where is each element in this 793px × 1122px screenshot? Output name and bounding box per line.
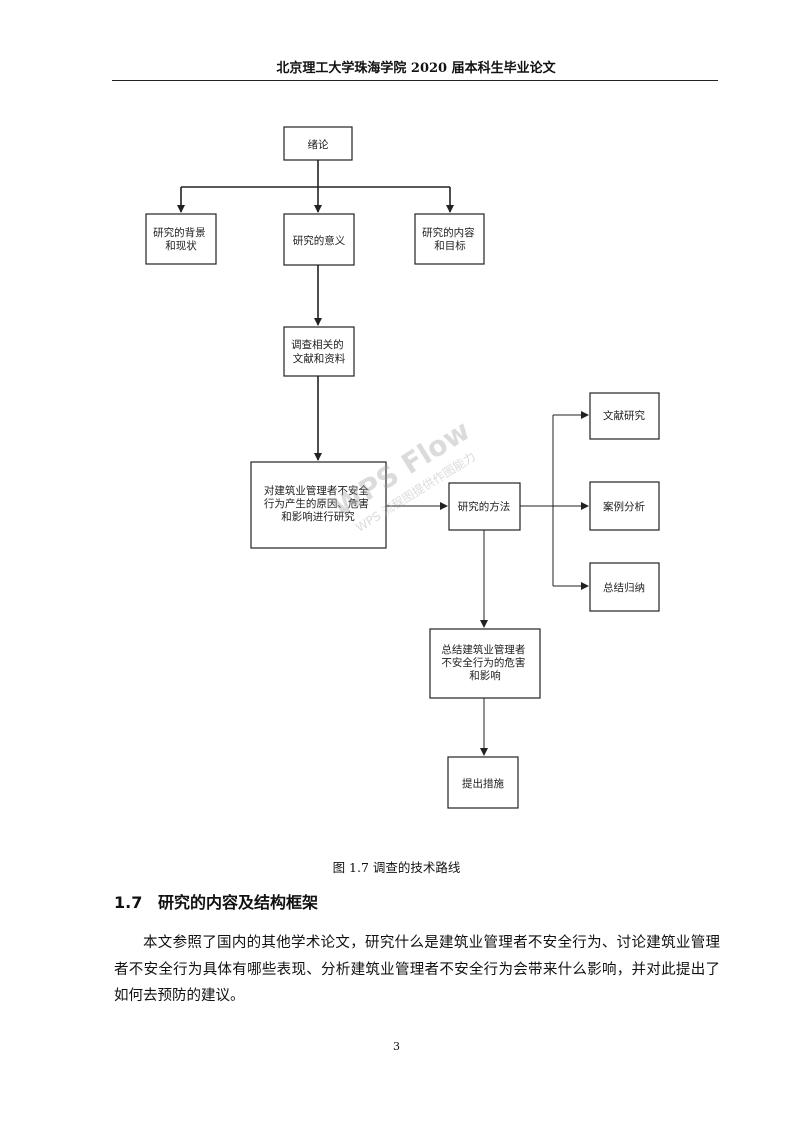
node-literature-label: 调查相关的 文献和资料	[291, 338, 347, 365]
flow-connectors	[177, 160, 589, 756]
node-significance	[283, 213, 355, 266]
node-measures	[447, 756, 519, 809]
node-conclusion	[429, 628, 541, 699]
node-intro	[283, 126, 353, 161]
node-case-analysis-label: 案例分析	[603, 500, 645, 513]
figure-caption: 图 1.7 调查的技术路线	[332, 860, 461, 875]
section-heading: 1.7 研究的内容及结构框架	[114, 889, 318, 913]
node-lit-research-label: 文献研究	[603, 409, 645, 422]
node-background	[145, 213, 217, 265]
node-conclusion-label: 总结建筑业管理者 不安全行为的危害 和影响	[441, 643, 528, 682]
section-number: 1.7	[114, 893, 143, 912]
node-methods-label: 研究的方法	[458, 500, 511, 513]
node-case-analysis	[589, 481, 660, 531]
page-header: 北京理工大学珠海学院 2020 届本科生毕业论文	[276, 61, 556, 76]
node-analysis-label: 对建筑业管理者不安全 行为产生的原因、危害 和影响进行研究	[264, 484, 372, 523]
node-intro-label: 绪论	[308, 138, 329, 151]
node-significance-label: 研究的意义	[293, 234, 346, 247]
node-literature	[283, 326, 355, 377]
node-methods	[448, 482, 521, 531]
technical-route-flowchart: 绪论 研究的背景 和现状 研究的意义 研究的内容 和目标 调查相关的 文献和资料…	[145, 126, 660, 809]
node-lit-research	[589, 392, 660, 440]
node-summary	[589, 562, 660, 612]
body-paragraph: 本文参照了国内的其他学术论文，研究什么是建筑业管理者不安全行为、讨论建筑业管理者…	[114, 935, 720, 1004]
node-background-label: 研究的背景 和现状	[153, 226, 209, 252]
page-number: 3	[393, 1040, 400, 1053]
section-title-text: 研究的内容及结构框架	[158, 893, 319, 912]
header-rule	[112, 80, 718, 81]
node-measures-label: 提出措施	[462, 777, 504, 790]
node-analysis	[250, 461, 387, 549]
node-content	[414, 213, 485, 265]
node-content-label: 研究的内容 和目标	[422, 226, 478, 252]
node-summary-label: 总结归纳	[603, 581, 645, 594]
